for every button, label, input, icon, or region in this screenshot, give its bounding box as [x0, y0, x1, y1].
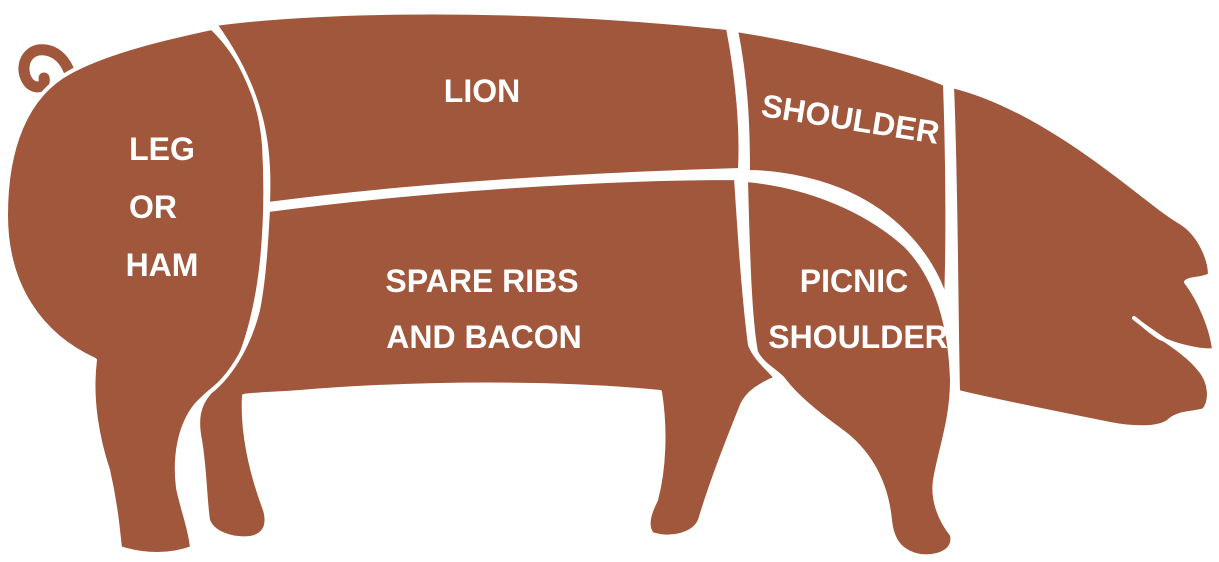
leg-label-line-1: LEG [129, 131, 195, 167]
loin-label: LION [444, 73, 520, 109]
head-region [952, 86, 1214, 427]
picnic-label-line-1: PICNIC [800, 263, 908, 299]
spare-ribs-label-line-1: SPARE RIBS [385, 263, 578, 299]
picnic-label-line-2: SHOULDER [768, 319, 948, 355]
leg-label-line-2: OR [129, 189, 177, 225]
spare-ribs-label-line-2: AND BACON [386, 319, 582, 355]
leg-label-line-3: HAM [126, 247, 199, 283]
spare-ribs-and-bacon-region[interactable] [198, 178, 776, 538]
